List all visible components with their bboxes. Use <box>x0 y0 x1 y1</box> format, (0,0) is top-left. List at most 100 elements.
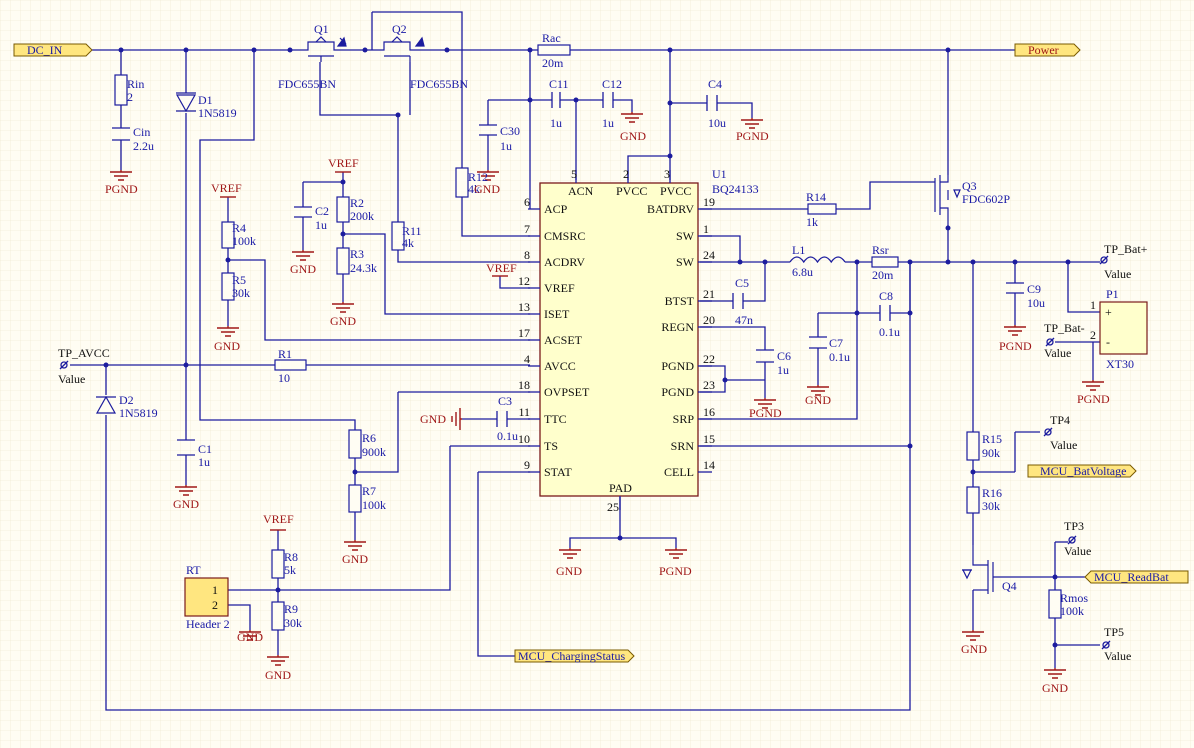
r9-resistor[interactable] <box>271 601 285 631</box>
mcu-readbat-port[interactable]: MCU_ReadBat <box>1084 570 1189 584</box>
r1-resistor[interactable] <box>274 359 307 371</box>
u1-pin-num-13: 13 <box>518 300 530 314</box>
pin-name-pad: PAD <box>609 481 632 495</box>
c12-capacitor[interactable] <box>602 92 614 108</box>
cin-capacitor[interactable] <box>112 127 130 141</box>
power-port[interactable]: Power <box>1014 43 1081 57</box>
rsr-resistor[interactable] <box>871 256 899 268</box>
d2-diode[interactable] <box>95 395 117 414</box>
rt-header[interactable]: 1 2 <box>184 577 229 617</box>
q3-value: FDC602P <box>962 192 1010 206</box>
q1-mosfet[interactable] <box>300 36 350 62</box>
c5-value: 47n <box>735 313 753 327</box>
svg-text:DC_IN: DC_IN <box>27 43 63 57</box>
r8-resistor[interactable] <box>271 549 285 579</box>
p1-pin2: 2 <box>1090 328 1096 342</box>
pgnd-symbol-cin <box>110 170 132 181</box>
q3-mosfet[interactable] <box>934 175 961 225</box>
c9-capacitor[interactable] <box>1006 282 1024 294</box>
c30-capacitor[interactable] <box>479 124 497 136</box>
tp4-symbol[interactable] <box>1043 427 1053 437</box>
u1-pin-num-17: 17 <box>518 326 530 340</box>
r16-resistor[interactable] <box>966 486 980 514</box>
pgnd-symbol-c4 <box>741 118 763 129</box>
r16-value: 30k <box>982 499 1000 513</box>
u1-pin-num-22: 22 <box>703 352 715 366</box>
r5-resistor[interactable] <box>221 272 235 301</box>
rin-resistor[interactable] <box>114 74 128 106</box>
mcu-chargingstatus-port[interactable]: MCU_ChargingStatus <box>514 649 635 663</box>
r15-resistor[interactable] <box>966 431 980 461</box>
rac-resistor[interactable] <box>537 44 571 56</box>
p1-connector[interactable]: + - 1 2 <box>1090 298 1148 355</box>
d1-diode[interactable] <box>175 92 197 113</box>
c7-capacitor[interactable] <box>809 336 827 349</box>
u1-pin-num-20: 20 <box>703 313 715 327</box>
u1-pin-name-8: ACDRV <box>544 255 585 269</box>
u1-pin-name-16: SRP <box>673 412 695 426</box>
tp3-ref: TP3 <box>1064 519 1084 533</box>
c11-capacitor[interactable] <box>551 92 561 108</box>
r3-resistor[interactable] <box>336 247 350 275</box>
l1-inductor[interactable] <box>789 256 846 264</box>
r2-resistor[interactable] <box>336 196 350 223</box>
c8-capacitor[interactable] <box>879 305 891 321</box>
tp5-symbol[interactable] <box>1101 640 1111 650</box>
c30-value: 1u <box>500 139 512 153</box>
gnd-symbol-c30 <box>477 170 499 181</box>
tp-avcc-symbol[interactable] <box>59 360 69 370</box>
c5-capacitor[interactable] <box>732 293 744 309</box>
pgnd-symbol-pad <box>665 548 687 559</box>
c8-ref: C8 <box>879 289 893 303</box>
c12-value: 1u <box>602 116 614 130</box>
u1-pin-name-9: STAT <box>544 465 572 479</box>
c4-capacitor[interactable] <box>706 95 718 111</box>
r6-resistor[interactable] <box>348 429 362 459</box>
r14-resistor[interactable] <box>807 203 837 215</box>
u1-pin-num-6: 6 <box>524 195 530 209</box>
q3-ref: Q3 <box>962 179 977 193</box>
u1-pin-num-23: 23 <box>703 378 715 392</box>
r7-resistor[interactable] <box>348 484 362 513</box>
vref-label-pin12: VREF <box>486 261 517 275</box>
r11-resistor[interactable] <box>391 221 405 251</box>
mcu-batvoltage-port[interactable]: MCU_BatVoltage <box>1027 464 1137 478</box>
rt-pin2: 2 <box>212 598 218 612</box>
rt-ref: RT <box>186 563 201 577</box>
rin-value: 2 <box>127 90 133 104</box>
u1-pin-name-19: BATDRV <box>647 202 694 216</box>
c9-ref: C9 <box>1027 282 1041 296</box>
rmos-resistor[interactable] <box>1048 589 1062 619</box>
q2-mosfet[interactable] <box>372 36 430 62</box>
c1-value: 1u <box>198 455 210 469</box>
d2-value: 1N5819 <box>119 406 158 420</box>
c6-capacitor[interactable] <box>756 349 774 363</box>
testpoints <box>59 255 1111 650</box>
svg-text:MCU_ChargingStatus: MCU_ChargingStatus <box>518 649 625 663</box>
c3-capacitor[interactable] <box>496 411 508 427</box>
q2-ref: Q2 <box>392 22 407 36</box>
r4-resistor[interactable] <box>221 221 235 249</box>
p1-ref: P1 <box>1106 287 1119 301</box>
tp3-symbol[interactable] <box>1067 535 1077 545</box>
pin-name-pvcc-2: PVCC <box>616 184 647 198</box>
c12-ref: C12 <box>602 77 622 91</box>
tp-batn-symbol[interactable] <box>1045 337 1055 347</box>
u1-chip[interactable]: U1 BQ24133 ACN PVCC PVCC 5 2 3 PAD 25 AC… <box>518 167 759 514</box>
u1-pin-name-11: TTC <box>544 412 567 426</box>
pin-name-acn: ACN <box>568 184 594 198</box>
gnd-label-c7: GND <box>805 393 831 407</box>
tp-batp-symbol[interactable] <box>1099 255 1109 265</box>
c1-capacitor[interactable] <box>177 439 195 456</box>
r12-resistor[interactable] <box>455 167 469 198</box>
dc-in-port[interactable]: DC_IN <box>13 43 93 57</box>
c2-capacitor[interactable] <box>294 206 312 218</box>
r6-ref: R6 <box>362 431 376 445</box>
q4-mosfet[interactable] <box>962 545 994 594</box>
gnd-symbol-c1 <box>175 485 197 496</box>
rsr-ref: Rsr <box>872 243 889 257</box>
c8-value: 0.1u <box>879 325 900 339</box>
r11-value: 4k <box>402 236 414 250</box>
